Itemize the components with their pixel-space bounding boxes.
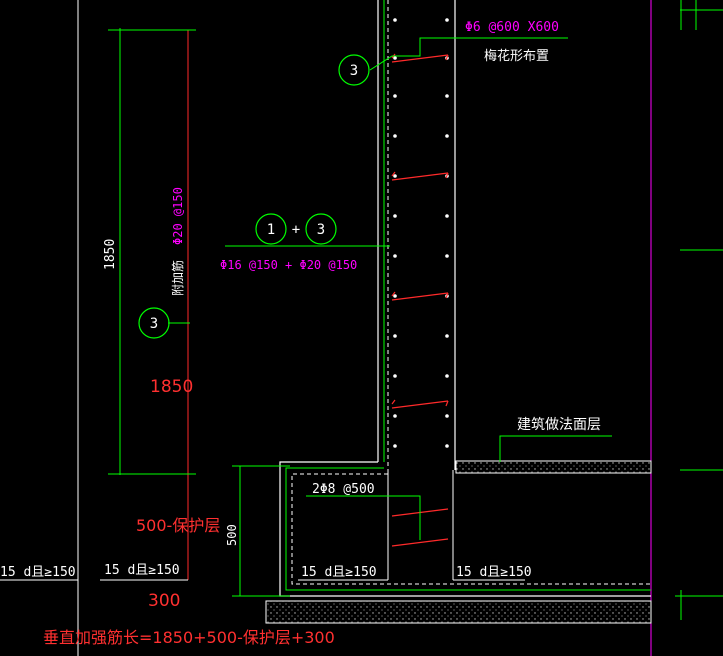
note-1850: 1850 [150, 377, 193, 397]
vertical-rebar-label: Φ20 @150 [171, 187, 185, 245]
circle-3-left-text: 3 [150, 316, 158, 332]
floor-finish-hatch [455, 460, 652, 474]
circle-3-top-text: 3 [350, 63, 358, 79]
note-500: 500-保护层 [136, 516, 220, 535]
wall-rebar-dots [393, 18, 449, 448]
circle-3-mid: 3 [305, 213, 337, 245]
right-green-ticks [675, 0, 723, 620]
footing-cover-dashes [291, 473, 651, 585]
main-rebar-label: Φ16 @150 + Φ20 @150 [220, 258, 357, 272]
footing-inner-rebar [285, 467, 651, 591]
bedding-hatch [265, 600, 652, 624]
rebar-top-label: Φ6 @600 X600 [465, 20, 559, 35]
leader-finish [499, 435, 612, 462]
wall-tie-bars [391, 53, 449, 547]
anchor-label-1: 15 d且≥150 [0, 565, 76, 580]
footing-outline [279, 461, 651, 597]
circle-3-left: 3 [138, 307, 170, 339]
dim-1850-label: 1850 [103, 239, 118, 270]
leader-top-rebar [369, 37, 568, 71]
circle-1-text: 1 [267, 222, 275, 238]
anchor-label-3: 15 d且≥150 [301, 565, 377, 580]
vertical-rebar-name: 附加筋 [170, 260, 185, 296]
dim-500-label: 500 [225, 524, 239, 546]
note-300: 300 [148, 591, 180, 611]
plus-sign: + [292, 222, 300, 238]
circle-3-mid-text: 3 [317, 222, 325, 238]
anchor-label-4: 15 d且≥150 [456, 565, 532, 580]
finish-layer-label: 建筑做法面层 [517, 417, 601, 433]
anchor-label-2: 15 d且≥150 [104, 563, 180, 578]
plum-layout-label: 梅花形布置 [484, 48, 549, 64]
circle-1: 1 [255, 213, 287, 245]
leader-stirrup [306, 495, 421, 540]
stirrup-label: 2Φ8 @500 [312, 482, 375, 497]
formula-note: 垂直加强筋长=1850+500-保护层+300 [43, 628, 335, 647]
circle-3-top: 3 [338, 54, 370, 86]
